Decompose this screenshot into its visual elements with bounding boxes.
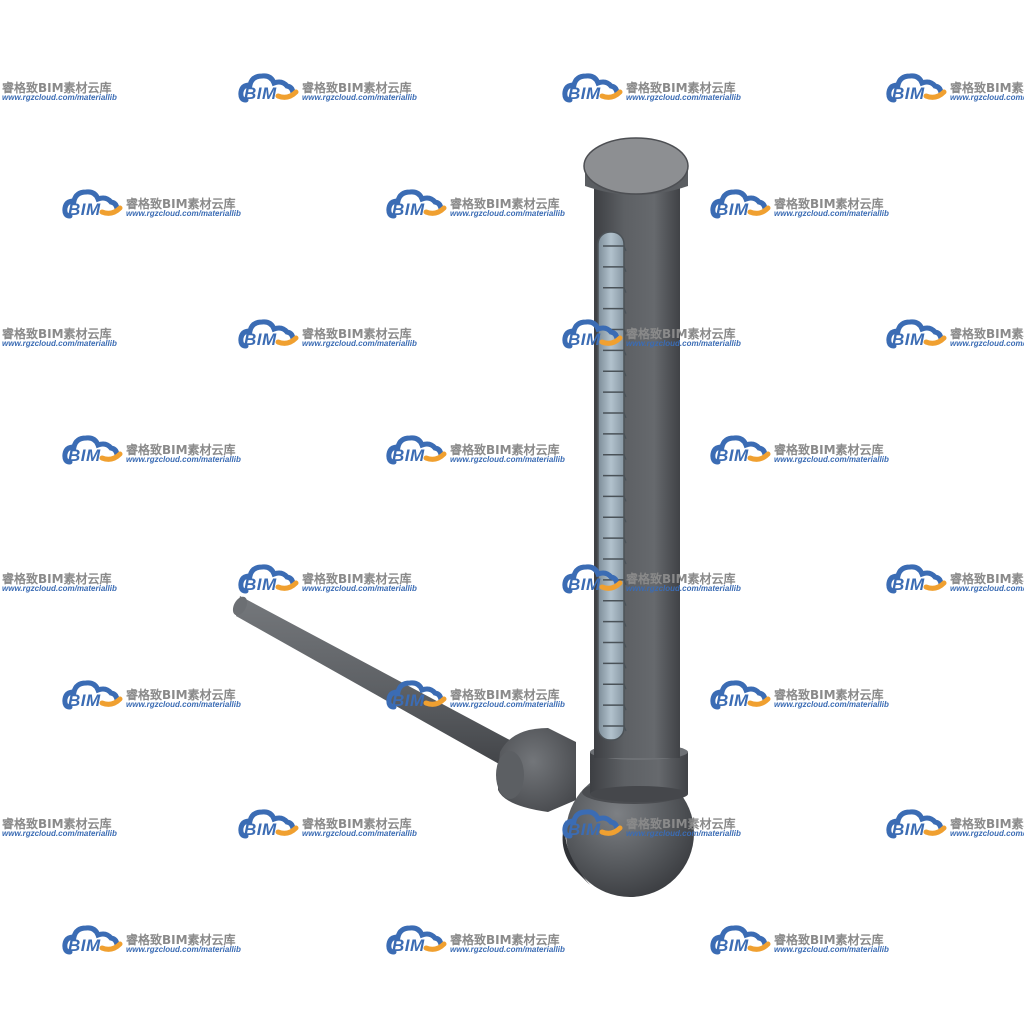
scale-tick-hook	[623, 475, 627, 481]
scale-tick-hook	[623, 454, 627, 460]
scale-tick-hook	[623, 266, 627, 273]
scale-tick-hook	[623, 329, 627, 335]
scale-tick-hook	[623, 370, 627, 377]
scale-tick-hook	[623, 663, 627, 669]
scale-tick-hook	[623, 350, 627, 356]
top-cap	[583, 137, 689, 195]
scale-tick-hook	[623, 704, 627, 711]
scale-tick-hook	[623, 517, 627, 523]
scale-tick-hook	[623, 684, 627, 690]
scale-tick-hook	[623, 537, 627, 544]
scale-tick-hook	[623, 558, 627, 565]
scale-tick-hook	[623, 621, 627, 627]
scale-tick-hook	[623, 725, 627, 732]
glass-window	[597, 231, 627, 741]
scale-tick-hook	[623, 245, 627, 252]
scale-tick-hook	[623, 496, 627, 502]
rod-hub	[496, 728, 576, 812]
scale-ticks	[603, 245, 627, 732]
scale-tick-hook	[623, 600, 627, 607]
scale-tick-hook	[623, 642, 627, 648]
scale-tick-hook	[623, 433, 627, 440]
scale-tick-hook	[623, 412, 627, 419]
connecting-rod	[232, 596, 536, 778]
scale-tick-hook	[623, 287, 627, 293]
scale-tick-hook	[623, 579, 627, 586]
scale-tick-hook	[623, 308, 627, 314]
scale-tick-hook	[623, 391, 627, 398]
